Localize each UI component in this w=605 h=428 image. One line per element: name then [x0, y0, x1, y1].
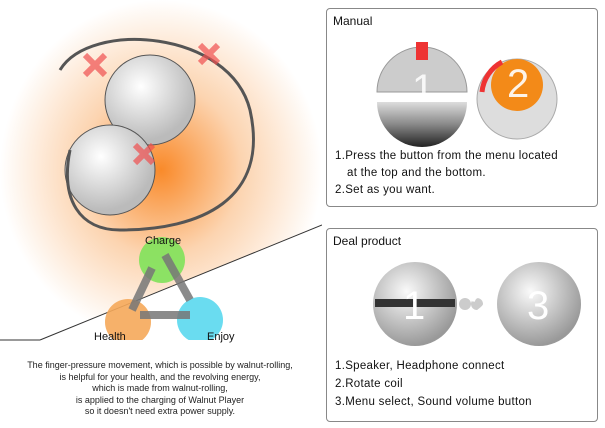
badge-2: 2 [507, 62, 529, 106]
enjoy-label: Enjoy [207, 331, 235, 343]
caption-line: is helpful for your health, and the revo… [59, 371, 261, 382]
manual-step: 2.Set as you want. [335, 184, 436, 196]
caption-line: is applied to the charging of Walnut Pla… [75, 394, 245, 405]
health-circle [105, 299, 151, 340]
cycle-arrows-icon [128, 253, 194, 319]
badge-2: 2 [470, 289, 489, 327]
manual-step: at the top and the bottom. [347, 167, 486, 179]
rotate-arrow-icon [479, 59, 504, 93]
hand-rolling-walnut-illustration [0, 0, 322, 345]
badge-1: 1 [403, 284, 425, 328]
health-label: Health [94, 331, 126, 343]
manual-step: 1.Press the button from the menu located [335, 150, 558, 162]
badge-3: 3 [527, 284, 549, 328]
manual-panel: Manual 1 2 1.Press the button from the m… [326, 8, 598, 207]
deal-product-title: Deal product [333, 234, 402, 248]
deal-step: 3.Menu select, Sound volume button [335, 396, 532, 408]
press-arrow-icon [416, 42, 428, 60]
caption-line: The finger-pressure movement, which is p… [27, 360, 293, 370]
caption-line: which is made from walnut-rolling, [92, 383, 228, 393]
badge-1: 1 [412, 67, 434, 111]
manual-title: Manual [333, 14, 373, 28]
deal-step: 1.Speaker, Headphone connect [335, 360, 505, 372]
enjoy-circle [177, 297, 223, 340]
caption-line: so it doesn't need extra power supply. [84, 406, 236, 416]
charge-label: Charge [145, 235, 182, 247]
deal-product-panel: Deal product 1 2 3 1.Speaker, Headphone … [326, 228, 598, 422]
deal-product-illustration: 1 2 3 [373, 262, 581, 346]
description-caption: The finger-pressure movement, which is p… [0, 360, 320, 418]
deal-step: 2.Rotate coil [335, 378, 403, 390]
manual-product-illustration: 1 2 [376, 42, 558, 147]
